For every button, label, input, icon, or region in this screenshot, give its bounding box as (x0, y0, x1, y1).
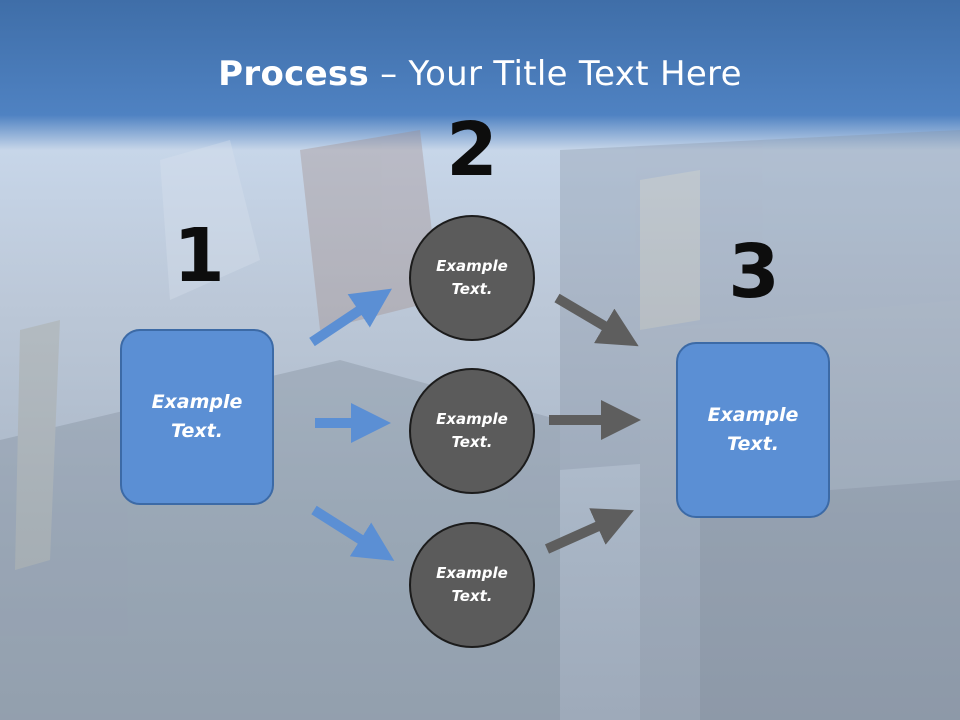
circle-1-line2: Text. (451, 280, 493, 298)
arrow-from-circle-3 (544, 508, 634, 554)
circle-2-line1: Example (436, 410, 508, 428)
title-rest: – Your Title Text Here (369, 54, 742, 94)
step-number-2: 2 (446, 107, 498, 193)
step-box-1-line2: Text. (171, 420, 223, 442)
slide-title: Process – Your Title Text Here (0, 52, 960, 96)
step-box-3-line1: Example (707, 404, 799, 426)
title-bold: Process (218, 54, 370, 94)
step-box-1: Example Text. (120, 329, 274, 505)
circle-1-line1: Example (436, 257, 508, 275)
arrow-to-circle-1 (309, 288, 392, 347)
step-box-3-line2: Text. (727, 433, 779, 455)
circle-3-line1: Example (436, 564, 508, 582)
step-number-3: 3 (728, 229, 780, 315)
arrow-from-circle-1 (554, 293, 639, 347)
circle-3: Example Text. (409, 522, 535, 648)
step-number-1: 1 (173, 213, 225, 299)
circle-3-line2: Text. (451, 587, 493, 605)
step-box-3: Example Text. (676, 342, 830, 518)
circle-2: Example Text. (409, 368, 535, 494)
step-box-1-line1: Example (151, 391, 243, 413)
circle-2-line2: Text. (451, 433, 493, 451)
circle-1: Example Text. (409, 215, 535, 341)
arrow-to-circle-3 (311, 505, 395, 561)
